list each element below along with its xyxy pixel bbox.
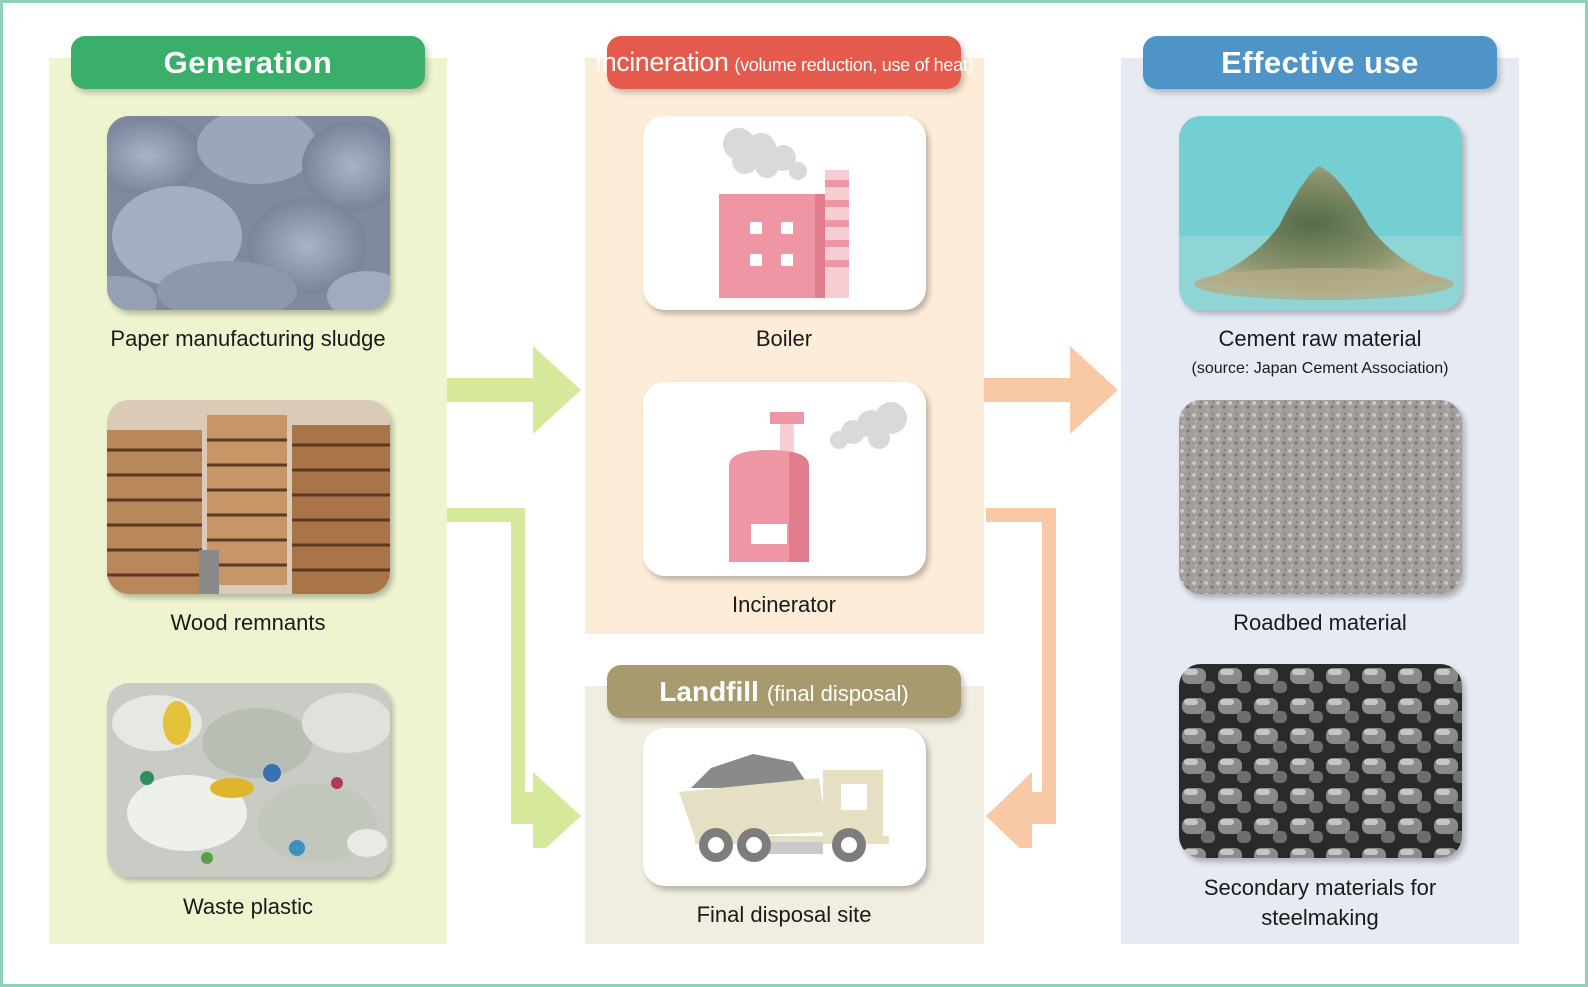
incineration-header: Incineration (volume reduction, use of h…: [595, 36, 974, 89]
steelmaking-material-label: Secondary materials for steelmaking: [1121, 875, 1519, 931]
waste-plastic-label: Waste plastic: [182, 894, 313, 919]
incinerator-label: Incinerator: [732, 592, 836, 617]
waste-plastic-photo: [107, 683, 390, 877]
cement-source-note: (source: Japan Cement Association): [1191, 360, 1449, 377]
cement-raw-material-label: Cement raw material: [1218, 326, 1422, 351]
incinerator-icon: [729, 402, 907, 562]
effective-use-header: Effective use: [1143, 36, 1497, 89]
cement-raw-material-photo: [1179, 116, 1462, 310]
steelmaking-material-photo: [1179, 664, 1462, 858]
wood-remnants-photo: [107, 400, 390, 594]
arrow-generation-to-incineration: [447, 346, 581, 434]
steelmaking-label-line1: Secondary materials for: [1203, 875, 1437, 900]
incinerator-card: [643, 382, 926, 576]
roadbed-material-photo: [1179, 400, 1462, 594]
incineration-subtitle: (volume reduction, use of heat): [734, 55, 974, 75]
generation-title: Generation: [163, 44, 333, 80]
boiler-icon: [719, 128, 849, 298]
arrow-generation-to-landfill: [447, 508, 581, 848]
incineration-title: Incineration: [594, 47, 729, 77]
arrow-effective-use-to-landfill: [986, 508, 1056, 848]
dump-truck-icon: [679, 754, 889, 862]
wood-remnants-label: Wood remnants: [170, 610, 326, 635]
final-disposal-label: Final disposal site: [696, 902, 872, 927]
sludge-label: Paper manufacturing sludge: [110, 326, 386, 351]
final-disposal-card: [643, 728, 926, 886]
generation-header: Generation: [71, 36, 425, 89]
arrow-incineration-to-effective-use: [984, 346, 1118, 434]
sludge-photo: [107, 116, 390, 310]
roadbed-material-label: Roadbed material: [1233, 610, 1407, 635]
boiler-card: [643, 116, 926, 310]
boiler-label: Boiler: [755, 326, 813, 351]
steelmaking-label-line2: steelmaking: [1261, 905, 1379, 930]
landfill-subtitle: (final disposal): [766, 680, 909, 706]
effective-use-title: Effective use: [1221, 44, 1419, 80]
landfill-header: Landfill (final disposal): [607, 665, 961, 718]
landfill-title: Landfill: [659, 675, 759, 707]
